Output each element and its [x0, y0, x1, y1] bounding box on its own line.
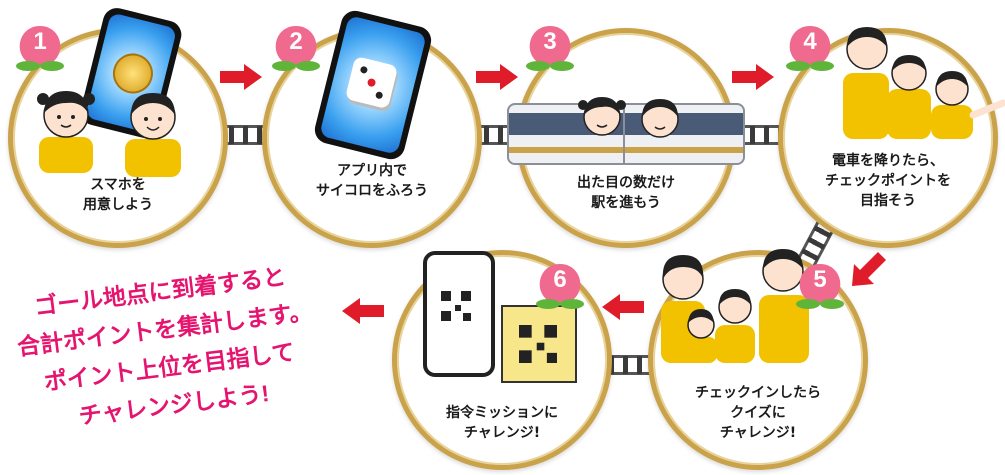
step-2-description: アプリ内で サイコロをふろう	[267, 161, 477, 201]
step-4-line-1: 電車を降りたら、	[832, 153, 944, 169]
step-4-line-3: 目指そう	[860, 193, 916, 209]
step-6-line-2: チャレンジ!	[463, 425, 541, 441]
step-1-line-1: スマホを	[90, 177, 146, 193]
train-illustration	[507, 103, 745, 165]
step-5-line-3: チャレンジ!	[719, 425, 797, 441]
step-2-line-2: サイコロをふろう	[316, 183, 428, 199]
step-4-description: 電車を降りたら、 チェックポイントを 目指そう	[783, 151, 993, 211]
step-4-line-2: チェックポイントを	[825, 173, 951, 189]
step-2-peach-badge: 2	[270, 22, 322, 72]
family-cheering-illustration	[843, 27, 1005, 139]
boy-in-train-illustration	[641, 99, 679, 138]
step-5-line-2: クイズに	[730, 405, 786, 421]
smartphone-illustration	[311, 7, 435, 163]
step-1-description: スマホを 用意しよう	[13, 175, 223, 215]
step-3-line-1: 出た目の数だけ	[577, 175, 675, 191]
step-3-peach-badge: 3	[524, 22, 576, 72]
arrow-left-icon	[602, 294, 644, 320]
arrow-right-icon	[220, 64, 262, 90]
family-thinking-illustration	[661, 249, 809, 363]
step-6-number: 6	[553, 266, 567, 293]
step-5-circle: チェックインしたら クイズに チャレンジ!	[648, 249, 868, 470]
step-2-number: 2	[289, 28, 303, 55]
step-4-peach-badge: 4	[784, 22, 836, 72]
step-3-description: 出た目の数だけ 駅を進もう	[521, 173, 731, 213]
step-2-line-1: アプリ内で	[337, 163, 407, 179]
step-6-description: 指令ミッションに チャレンジ!	[397, 403, 607, 443]
girl-illustration	[37, 91, 95, 173]
step-5-number: 5	[813, 266, 827, 293]
goal-description: ゴール地点に到着すると 合計ポイントを集計します。 ポイント上位を目指して チャ…	[0, 253, 334, 443]
girl-in-train-illustration	[578, 97, 626, 136]
step-5-description: チェックインしたら クイズに チャレンジ!	[653, 383, 863, 443]
step-3-line-2: 駅を進もう	[591, 195, 661, 211]
arrow-left-icon	[342, 298, 384, 324]
step-6-line-1: 指令ミッションに	[446, 405, 558, 421]
step-3-number: 3	[543, 28, 557, 55]
step-4-number: 4	[803, 28, 817, 55]
boy-illustration	[125, 93, 181, 177]
phone-with-qr-illustration	[423, 251, 495, 377]
step-5-line-1: チェックインしたら	[695, 385, 821, 401]
step-1-number: 1	[33, 28, 47, 55]
arrow-down-left-icon	[852, 252, 886, 286]
step-5-peach-badge: 5	[794, 260, 846, 310]
arrow-right-icon	[732, 64, 774, 90]
step-1-peach-badge: 1	[14, 22, 66, 72]
arrow-right-icon	[476, 64, 518, 90]
qr-code-sign	[501, 305, 577, 383]
step-6-peach-badge: 6	[534, 260, 586, 310]
step-1-line-2: 用意しよう	[83, 197, 153, 213]
